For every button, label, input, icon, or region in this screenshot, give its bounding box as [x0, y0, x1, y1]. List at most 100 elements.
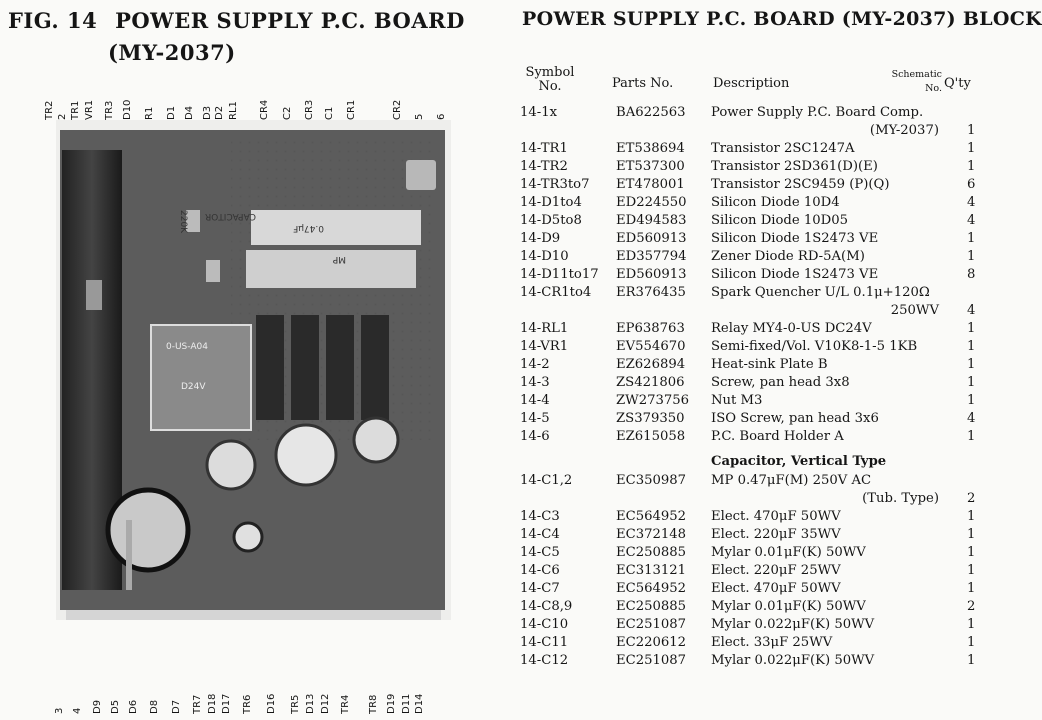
- cell-qty: 1: [967, 429, 976, 444]
- parts-table: Symbol No. Parts No. Description Schemat…: [520, 66, 1025, 670]
- cell-symbol: 14-D10: [520, 249, 569, 264]
- header-parts-no: Parts No.: [612, 76, 674, 91]
- cell-description: Mylar 0.022μF(K) 50WV: [711, 617, 875, 632]
- cell-part-no: ED494583: [616, 213, 687, 228]
- cell-part-no: EC220612: [616, 635, 687, 650]
- cell-part-no: EZ615058: [616, 429, 686, 444]
- cell-symbol: 14-C8,9: [520, 599, 573, 614]
- photo-label-bottom: D14: [414, 693, 425, 714]
- cell-qty: 2: [967, 599, 976, 614]
- cell-qty: 1: [967, 617, 976, 632]
- cell-symbol: 14-D1to4: [520, 195, 582, 210]
- photo-label-bottom: TR6: [242, 694, 253, 714]
- cell-symbol: 14-CR1to4: [520, 285, 592, 300]
- cell-qty: 1: [967, 509, 976, 524]
- cell-part-no: EZ626894: [616, 357, 686, 372]
- cell-symbol: 14-TR2: [520, 159, 568, 174]
- cell-description: MP 0.47μF(M) 250V AC: [711, 473, 872, 488]
- cell-symbol: 14-C10: [520, 617, 569, 632]
- cell-part-no: ET538694: [616, 141, 685, 156]
- photo-label-bottom: TR7: [192, 694, 203, 714]
- photo-label-top: R1: [144, 106, 155, 120]
- cell-description: Zener Diode RD-5A(M): [711, 249, 865, 264]
- cell-qty: 8: [967, 267, 976, 282]
- cell-description: Spark Quencher U/L 0.1μ+120Ω: [711, 285, 930, 300]
- header-schematic: Schematic No.: [884, 68, 942, 96]
- cell-part-no: EP638763: [616, 321, 685, 336]
- cell-description: Mylar 0.01μF(K) 50WV: [711, 599, 866, 614]
- cell-qty: 6: [967, 177, 976, 192]
- cell-qty: 1: [967, 375, 976, 390]
- cell-part-no: ZS379350: [616, 411, 685, 426]
- cell-symbol: 14-C5: [520, 545, 560, 560]
- cell-symbol: 14-C6: [520, 563, 560, 578]
- cell-part-no: ZW273756: [616, 393, 690, 408]
- photo-label-top: D2: [214, 105, 225, 120]
- cell-part-no: EC250885: [616, 599, 687, 614]
- header-schematic-line2: No.: [925, 83, 942, 94]
- cell-description: Transistor 2SC9459 (P)(Q): [711, 177, 890, 192]
- cell-symbol: 14-D9: [520, 231, 561, 246]
- photo-label-bottom: TR8: [368, 694, 379, 714]
- cell-description-cont: (MY-2037): [869, 123, 939, 138]
- cell-qty: 4: [967, 303, 976, 318]
- photo-label-bottom: D6: [128, 699, 139, 714]
- figure-number: FIG. 14: [8, 8, 98, 33]
- table-row: 14-CR1to4 ER376435 Spark Quencher U/L 0.1μ…: [520, 284, 1025, 320]
- cell-qty: 1: [967, 321, 976, 336]
- photo-label-top: TR1: [70, 100, 81, 120]
- cell-description: Nut M3: [711, 393, 763, 408]
- figure-title-line2: (MY-2037): [108, 40, 236, 65]
- capacitor-block-2: [246, 250, 416, 288]
- cell-part-no: ER376435: [616, 285, 686, 300]
- cell-qty: 1: [967, 231, 976, 246]
- cell-qty: 1: [967, 393, 976, 408]
- cell-description: Transistor 2SD361(D)(E): [711, 159, 878, 174]
- cell-qty: 1: [967, 563, 976, 578]
- cell-part-no: BA622563: [616, 105, 686, 120]
- photo-label-top: CR2: [392, 99, 403, 120]
- photo-label-bottom: D16: [266, 693, 277, 714]
- board-text-capacitor: CAPACITOR: [204, 211, 256, 221]
- cell-part-no: EC564952: [616, 581, 687, 596]
- board-text-relay-voltage: D24V: [181, 382, 206, 392]
- header-schematic-line1: Schematic: [891, 69, 942, 80]
- section-capacitor: Capacitor, Vertical Type: [520, 452, 1025, 472]
- cell-qty: 1: [967, 123, 976, 138]
- cell-part-no: ED560913: [616, 267, 687, 282]
- cell-description: Elect. 220μF 35WV: [711, 527, 841, 542]
- block-title: POWER SUPPLY P.C. BOARD (MY-2037) BLOCK: [522, 8, 1042, 30]
- cell-symbol: 14-3: [520, 375, 550, 390]
- cell-part-no: EC251087: [616, 653, 687, 668]
- cell-part-no: ED224550: [616, 195, 687, 210]
- header-qty: Q'ty: [944, 76, 971, 91]
- cell-part-no: EC564952: [616, 509, 687, 524]
- photo-label-bottom: 3: [54, 707, 65, 714]
- table-row: 14-C8,9 EC250885 Mylar 0.01μF(K) 50WV 2: [520, 598, 1025, 616]
- cell-description: Screw, pan head 3x8: [711, 375, 850, 390]
- cell-qty: 1: [967, 159, 976, 174]
- photo-label-top: D3: [202, 105, 213, 120]
- cell-description: Silicon Diode 10D05: [711, 213, 849, 228]
- cell-part-no: ZS421806: [616, 375, 685, 390]
- photo-label-top: VR1: [84, 99, 95, 120]
- cell-part-no: EC350987: [616, 473, 687, 488]
- header-symbol-line2: No.: [538, 79, 562, 94]
